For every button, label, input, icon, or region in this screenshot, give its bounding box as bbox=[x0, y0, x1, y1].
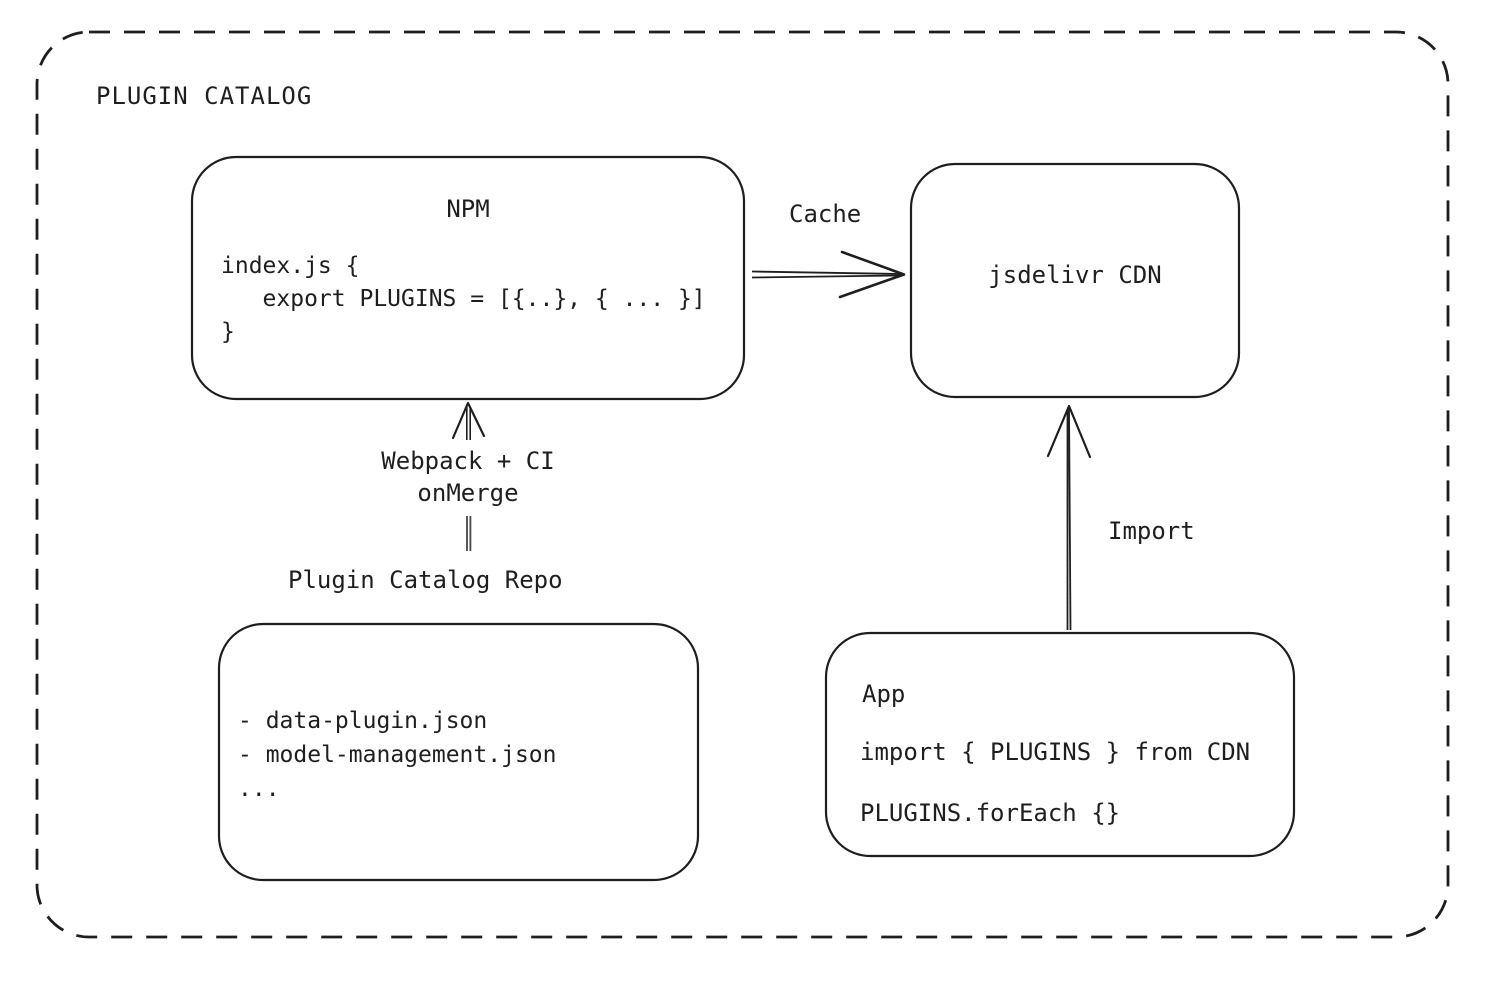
repo-node-files: - data-plugin.json - model-management.js… bbox=[238, 708, 557, 802]
npm-node-box bbox=[190, 155, 746, 401]
build-arrow bbox=[451, 401, 486, 551]
repo-node-label: Plugin Catalog Repo bbox=[288, 566, 563, 594]
cache-arrow bbox=[751, 250, 906, 299]
diagram-title: PLUGIN CATALOG bbox=[96, 82, 313, 110]
repo-node-box bbox=[217, 622, 700, 882]
app-node-box bbox=[824, 631, 1296, 858]
cdn-node-box bbox=[909, 162, 1241, 399]
cache-edge-label: Cache bbox=[789, 200, 862, 228]
app-node-code-line1: import { PLUGINS } from CDN bbox=[860, 738, 1251, 766]
npm-node-code: index.js { export PLUGINS = [{..}, { ...… bbox=[221, 253, 706, 345]
build-edge-label-line2: onMerge bbox=[417, 479, 519, 507]
cdn-node-title: jsdelivr CDN bbox=[988, 261, 1162, 289]
npm-node-title: NPM bbox=[446, 195, 490, 223]
app-node-title: App bbox=[862, 680, 906, 708]
app-node-code-line2: PLUGINS.forEach {} bbox=[860, 799, 1121, 827]
catalog-boundary-dashed-box bbox=[35, 30, 1450, 939]
import-arrow bbox=[1046, 404, 1092, 631]
import-edge-label: Import bbox=[1108, 517, 1195, 545]
build-edge-label-line1: Webpack + CI bbox=[381, 447, 555, 475]
